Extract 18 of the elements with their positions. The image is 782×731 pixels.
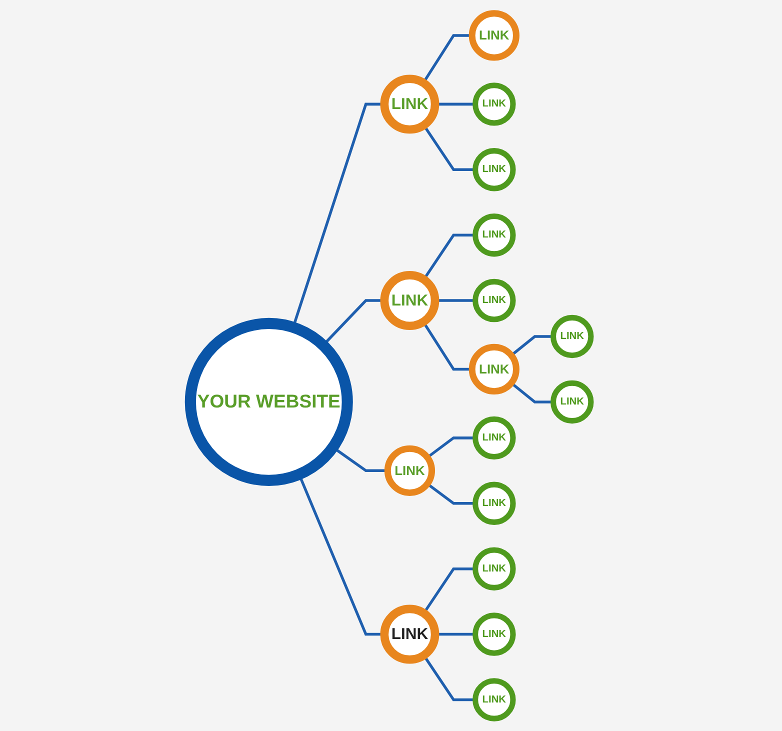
node-circle: LINK xyxy=(472,82,516,126)
node-circle: LINK xyxy=(380,604,440,664)
node-circle: LINK xyxy=(472,212,516,256)
node-circle: LINK xyxy=(469,343,520,394)
node-circle: LINK xyxy=(384,444,436,496)
node-circle: LINK xyxy=(380,270,440,330)
node-circle: LINK xyxy=(550,380,594,424)
node-circle: LINK xyxy=(550,314,594,358)
node-circle: LINK xyxy=(469,10,520,60)
node-circle: YOUR WEBSITE xyxy=(185,317,354,486)
node-circle: LINK xyxy=(472,678,516,721)
node-circle: LINK xyxy=(472,148,516,191)
node-circle: LINK xyxy=(472,612,516,656)
node-circle: LINK xyxy=(380,74,440,134)
node-circle: LINK xyxy=(472,546,516,590)
node-circle: LINK xyxy=(472,481,516,524)
node-circle: LINK xyxy=(472,278,516,322)
node-circle: LINK xyxy=(472,416,516,460)
